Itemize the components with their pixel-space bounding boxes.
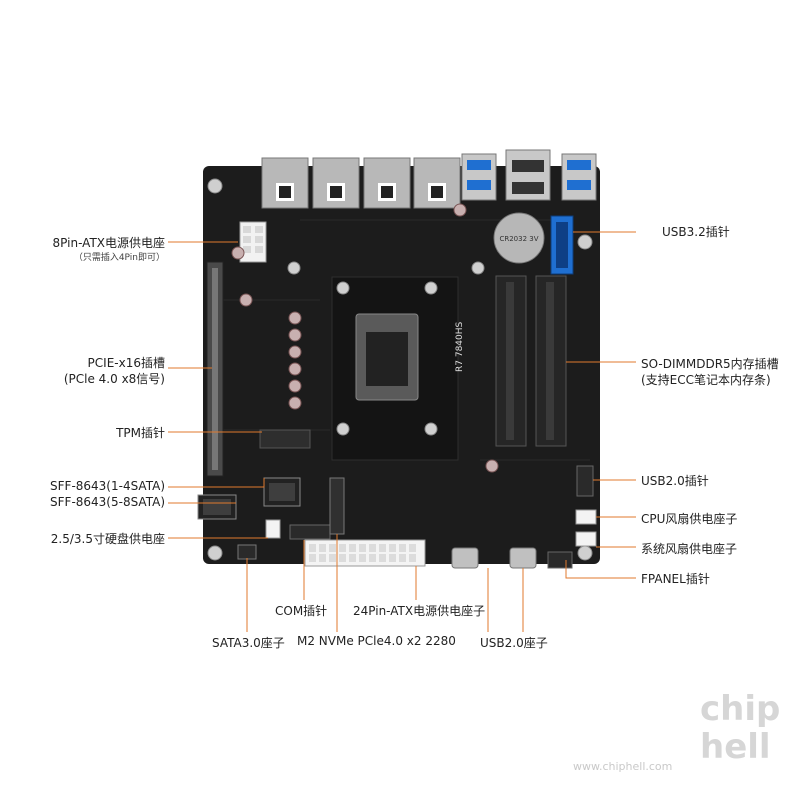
label-8pin-atx-note: （只需插入4Pin即可） bbox=[73, 253, 165, 263]
lan-port bbox=[261, 157, 309, 209]
callout-lines bbox=[168, 231, 636, 632]
label-sff-8643-1: SFF-8643(1-4SATA) bbox=[50, 479, 165, 493]
usb20-ports bbox=[451, 547, 537, 569]
lan-port bbox=[413, 157, 461, 209]
rear-io bbox=[261, 149, 597, 209]
label-usb20-port: USB2.0座子 bbox=[480, 636, 548, 650]
usb32-header bbox=[550, 215, 574, 275]
label-fpanel: FPANEL插针 bbox=[641, 572, 710, 586]
cpu-fan-header bbox=[575, 509, 597, 525]
label-sff-8643-2: SFF-8643(5-8SATA) bbox=[50, 495, 165, 509]
label-sodimm-note: (支持ECC笔记本内存条) bbox=[641, 373, 771, 387]
label-tpm: TPM插针 bbox=[116, 426, 165, 440]
label-pcie-x16: PCIE-x16插槽 bbox=[87, 356, 165, 370]
battery-marking: CR2032 3V bbox=[499, 235, 538, 243]
chip-marking: R7 7840HS bbox=[455, 321, 465, 372]
vrm-capacitors bbox=[231, 203, 499, 473]
label-sys-fan: 系统风扇供电座子 bbox=[641, 542, 738, 556]
usb-port bbox=[461, 153, 497, 201]
watermark-logo: chip hell bbox=[700, 689, 781, 767]
sata-connector bbox=[237, 544, 257, 560]
watermark-url: www.chiphell.com bbox=[573, 760, 673, 773]
lan-port bbox=[363, 157, 411, 209]
m2-slot bbox=[329, 477, 345, 535]
hdmi-port bbox=[505, 149, 551, 201]
label-hdd-power: 2.5/3.5寸硬盘供电座 bbox=[50, 532, 165, 546]
label-sodimm: SO-DIMMDDR5内存插槽 bbox=[641, 357, 779, 371]
cpu-area: R7 7840HS bbox=[287, 261, 485, 461]
atx-24pin-connector bbox=[304, 539, 426, 567]
cmos-battery: CR2032 3V bbox=[493, 212, 545, 264]
hdd-power-connector bbox=[265, 519, 281, 539]
label-8pin-atx: 8Pin-ATX电源供电座 bbox=[52, 236, 165, 250]
label-usb32: USB3.2插针 bbox=[662, 225, 730, 239]
sys-fan-header bbox=[575, 531, 597, 547]
lan-port bbox=[312, 157, 360, 209]
usb-port bbox=[561, 153, 597, 201]
label-sata30: SATA3.0座子 bbox=[212, 636, 285, 650]
sodimm-slots bbox=[495, 275, 567, 447]
label-m2: M2 NVMe PCle4.0 x2 2280 bbox=[297, 634, 456, 648]
mounting-holes bbox=[207, 178, 593, 561]
label-com: COM插针 bbox=[275, 604, 328, 618]
label-usb20-header: USB2.0插针 bbox=[641, 474, 709, 488]
label-24pin-atx: 24Pin-ATX电源供电座子 bbox=[353, 604, 486, 618]
label-cpu-fan: CPU风扇供电座子 bbox=[641, 512, 738, 526]
atx-8pin-connector bbox=[239, 221, 267, 263]
pcie-x16-slot bbox=[206, 261, 224, 477]
tpm-header bbox=[259, 429, 311, 449]
label-pcie-note: (PCle 4.0 x8信号) bbox=[63, 372, 165, 386]
usb20-header bbox=[576, 465, 594, 497]
fpanel-header bbox=[547, 551, 573, 569]
com-header bbox=[289, 524, 331, 540]
